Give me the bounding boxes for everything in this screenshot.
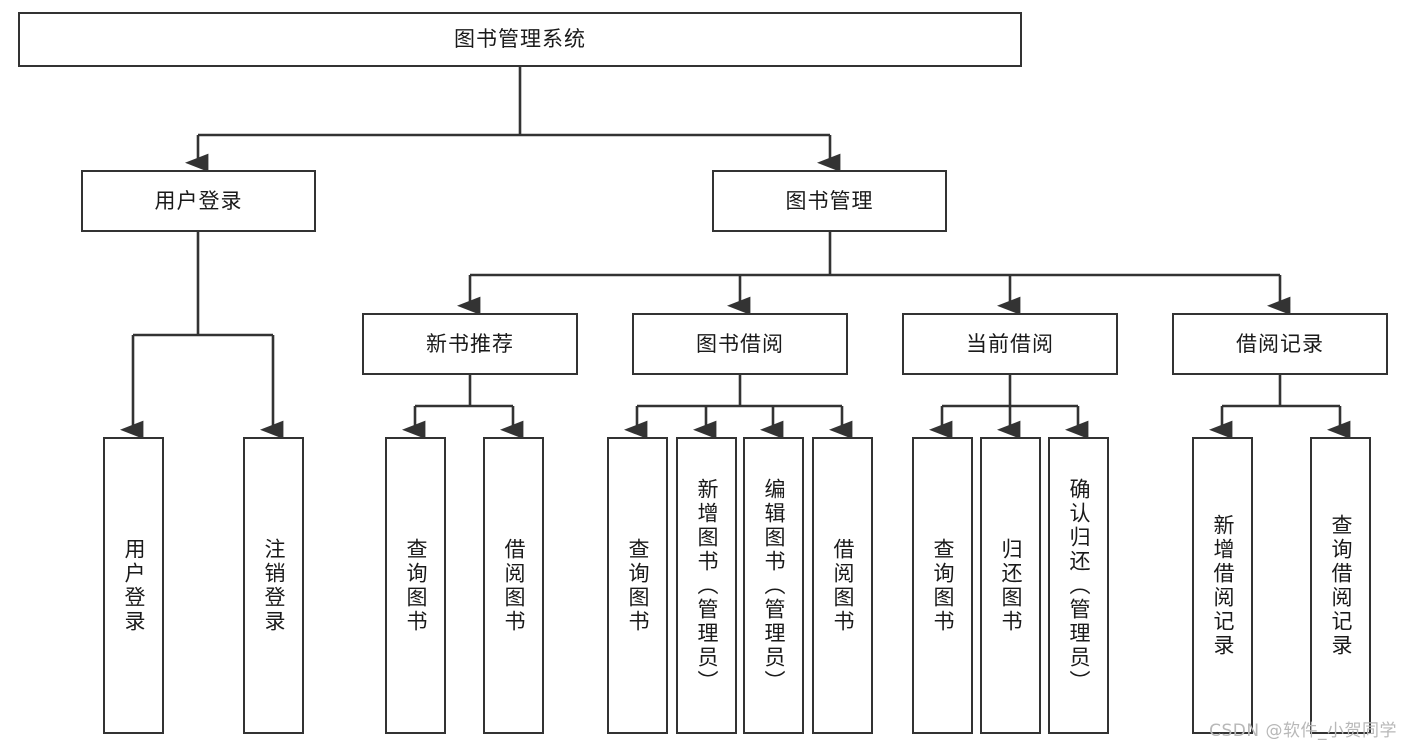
node-leaf-query-book-2-label: 查询图书: [626, 537, 650, 634]
node-leaf-add-record[interactable]: 新增借阅记录: [1192, 437, 1253, 734]
node-leaf-query-record-label: 查询借阅记录: [1329, 513, 1353, 658]
node-root-label: 图书管理系统: [454, 27, 586, 52]
node-leaf-return-book[interactable]: 归还图书: [980, 437, 1041, 734]
node-leaf-user-logout[interactable]: 注销登录: [243, 437, 304, 734]
node-book-manage-label: 图书管理: [785, 188, 874, 213]
watermark: CSDN @软件_小贺同学: [1209, 721, 1397, 741]
node-book-borrow[interactable]: 图书借阅: [632, 313, 848, 375]
node-borrow-record[interactable]: 借阅记录: [1172, 313, 1388, 375]
node-leaf-add-record-label: 新增借阅记录: [1211, 513, 1235, 658]
node-leaf-confirm-return[interactable]: 确认归还（管理员）: [1048, 437, 1109, 734]
node-book-manage[interactable]: 图书管理: [712, 170, 947, 232]
node-leaf-query-book-1[interactable]: 查询图书: [385, 437, 446, 734]
node-leaf-borrow-book-1-label: 借阅图书: [502, 537, 526, 634]
node-leaf-query-book-3[interactable]: 查询图书: [912, 437, 973, 734]
node-user-login[interactable]: 用户登录: [81, 170, 316, 232]
node-leaf-confirm-return-label: 确认归还（管理员）: [1067, 477, 1091, 694]
node-leaf-edit-book[interactable]: 编辑图书（管理员）: [743, 437, 804, 734]
node-leaf-query-book-1-label: 查询图书: [404, 537, 428, 634]
node-leaf-add-book[interactable]: 新增图书（管理员）: [676, 437, 737, 734]
node-new-book-recommend[interactable]: 新书推荐: [362, 313, 578, 375]
node-current-borrow[interactable]: 当前借阅: [902, 313, 1118, 375]
node-current-borrow-label: 当前借阅: [966, 331, 1054, 356]
node-leaf-return-book-label: 归还图书: [999, 537, 1023, 634]
node-leaf-query-book-2[interactable]: 查询图书: [607, 437, 668, 734]
node-leaf-query-record[interactable]: 查询借阅记录: [1310, 437, 1371, 734]
node-borrow-record-label: 借阅记录: [1236, 331, 1324, 356]
node-leaf-borrow-book-2-label: 借阅图书: [831, 537, 855, 634]
node-leaf-user-logout-label: 注销登录: [262, 537, 286, 634]
node-leaf-query-book-3-label: 查询图书: [931, 537, 955, 634]
node-leaf-add-book-label: 新增图书（管理员）: [695, 477, 719, 694]
node-leaf-user-login[interactable]: 用户登录: [103, 437, 164, 734]
node-user-login-label: 用户登录: [154, 188, 243, 213]
node-book-borrow-label: 图书借阅: [696, 331, 784, 356]
node-root[interactable]: 图书管理系统: [18, 12, 1022, 67]
node-new-book-recommend-label: 新书推荐: [426, 331, 514, 356]
node-leaf-user-login-label: 用户登录: [122, 537, 146, 634]
node-leaf-edit-book-label: 编辑图书（管理员）: [762, 477, 786, 694]
node-leaf-borrow-book-1[interactable]: 借阅图书: [483, 437, 544, 734]
node-leaf-borrow-book-2[interactable]: 借阅图书: [812, 437, 873, 734]
